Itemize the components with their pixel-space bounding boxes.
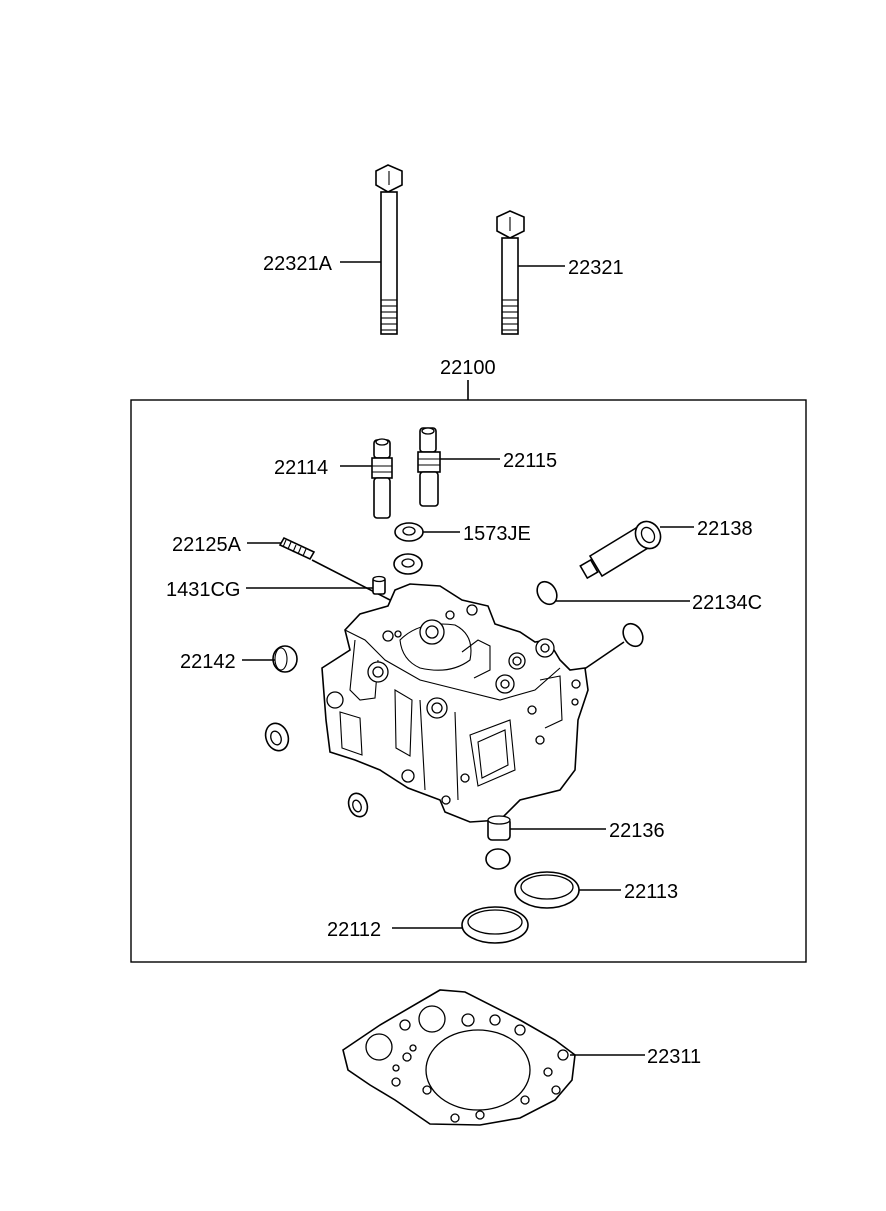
valve-seal bbox=[393, 522, 424, 575]
head-gasket bbox=[342, 989, 576, 1126]
label-22125A: 22125A bbox=[172, 534, 242, 556]
assembly-frame bbox=[130, 399, 807, 963]
head-bolt-short bbox=[496, 210, 525, 335]
label-22142: 22142 bbox=[180, 651, 236, 673]
valve-guide-intake bbox=[371, 438, 393, 519]
expansion-plug-c bbox=[536, 580, 558, 606]
label-22113: 22113 bbox=[624, 881, 678, 903]
small-plug-left bbox=[264, 722, 290, 752]
expansion-plug bbox=[272, 645, 298, 673]
seal-ring-upper bbox=[514, 871, 580, 909]
cylinder-head bbox=[321, 583, 589, 823]
label-22134C: 22134C bbox=[692, 592, 762, 614]
leader-side-plug bbox=[579, 641, 625, 673]
locating-pin bbox=[372, 575, 386, 595]
small-plug-lower bbox=[347, 792, 369, 818]
valve-guide-exhaust bbox=[417, 427, 441, 507]
seal-ring-lower bbox=[461, 906, 529, 944]
label-22115: 22115 bbox=[503, 450, 557, 472]
label-22100: 22100 bbox=[440, 357, 496, 379]
label-22114: 22114 bbox=[274, 457, 328, 479]
label-22321A: 22321A bbox=[263, 253, 333, 275]
head-bolt-long bbox=[375, 164, 403, 335]
label-22136: 22136 bbox=[609, 820, 665, 842]
label-22138: 22138 bbox=[697, 518, 753, 540]
dowel-pins bbox=[485, 815, 511, 870]
stud-bolt bbox=[278, 536, 316, 561]
label-22311: 22311 bbox=[647, 1046, 701, 1068]
injector-sleeve bbox=[579, 520, 662, 580]
label-22112: 22112 bbox=[327, 919, 381, 941]
label-1573JE: 1573JE bbox=[463, 523, 531, 545]
label-22321: 22321 bbox=[568, 257, 624, 279]
side-plug bbox=[622, 622, 644, 648]
label-1431CG: 1431CG bbox=[166, 579, 241, 601]
